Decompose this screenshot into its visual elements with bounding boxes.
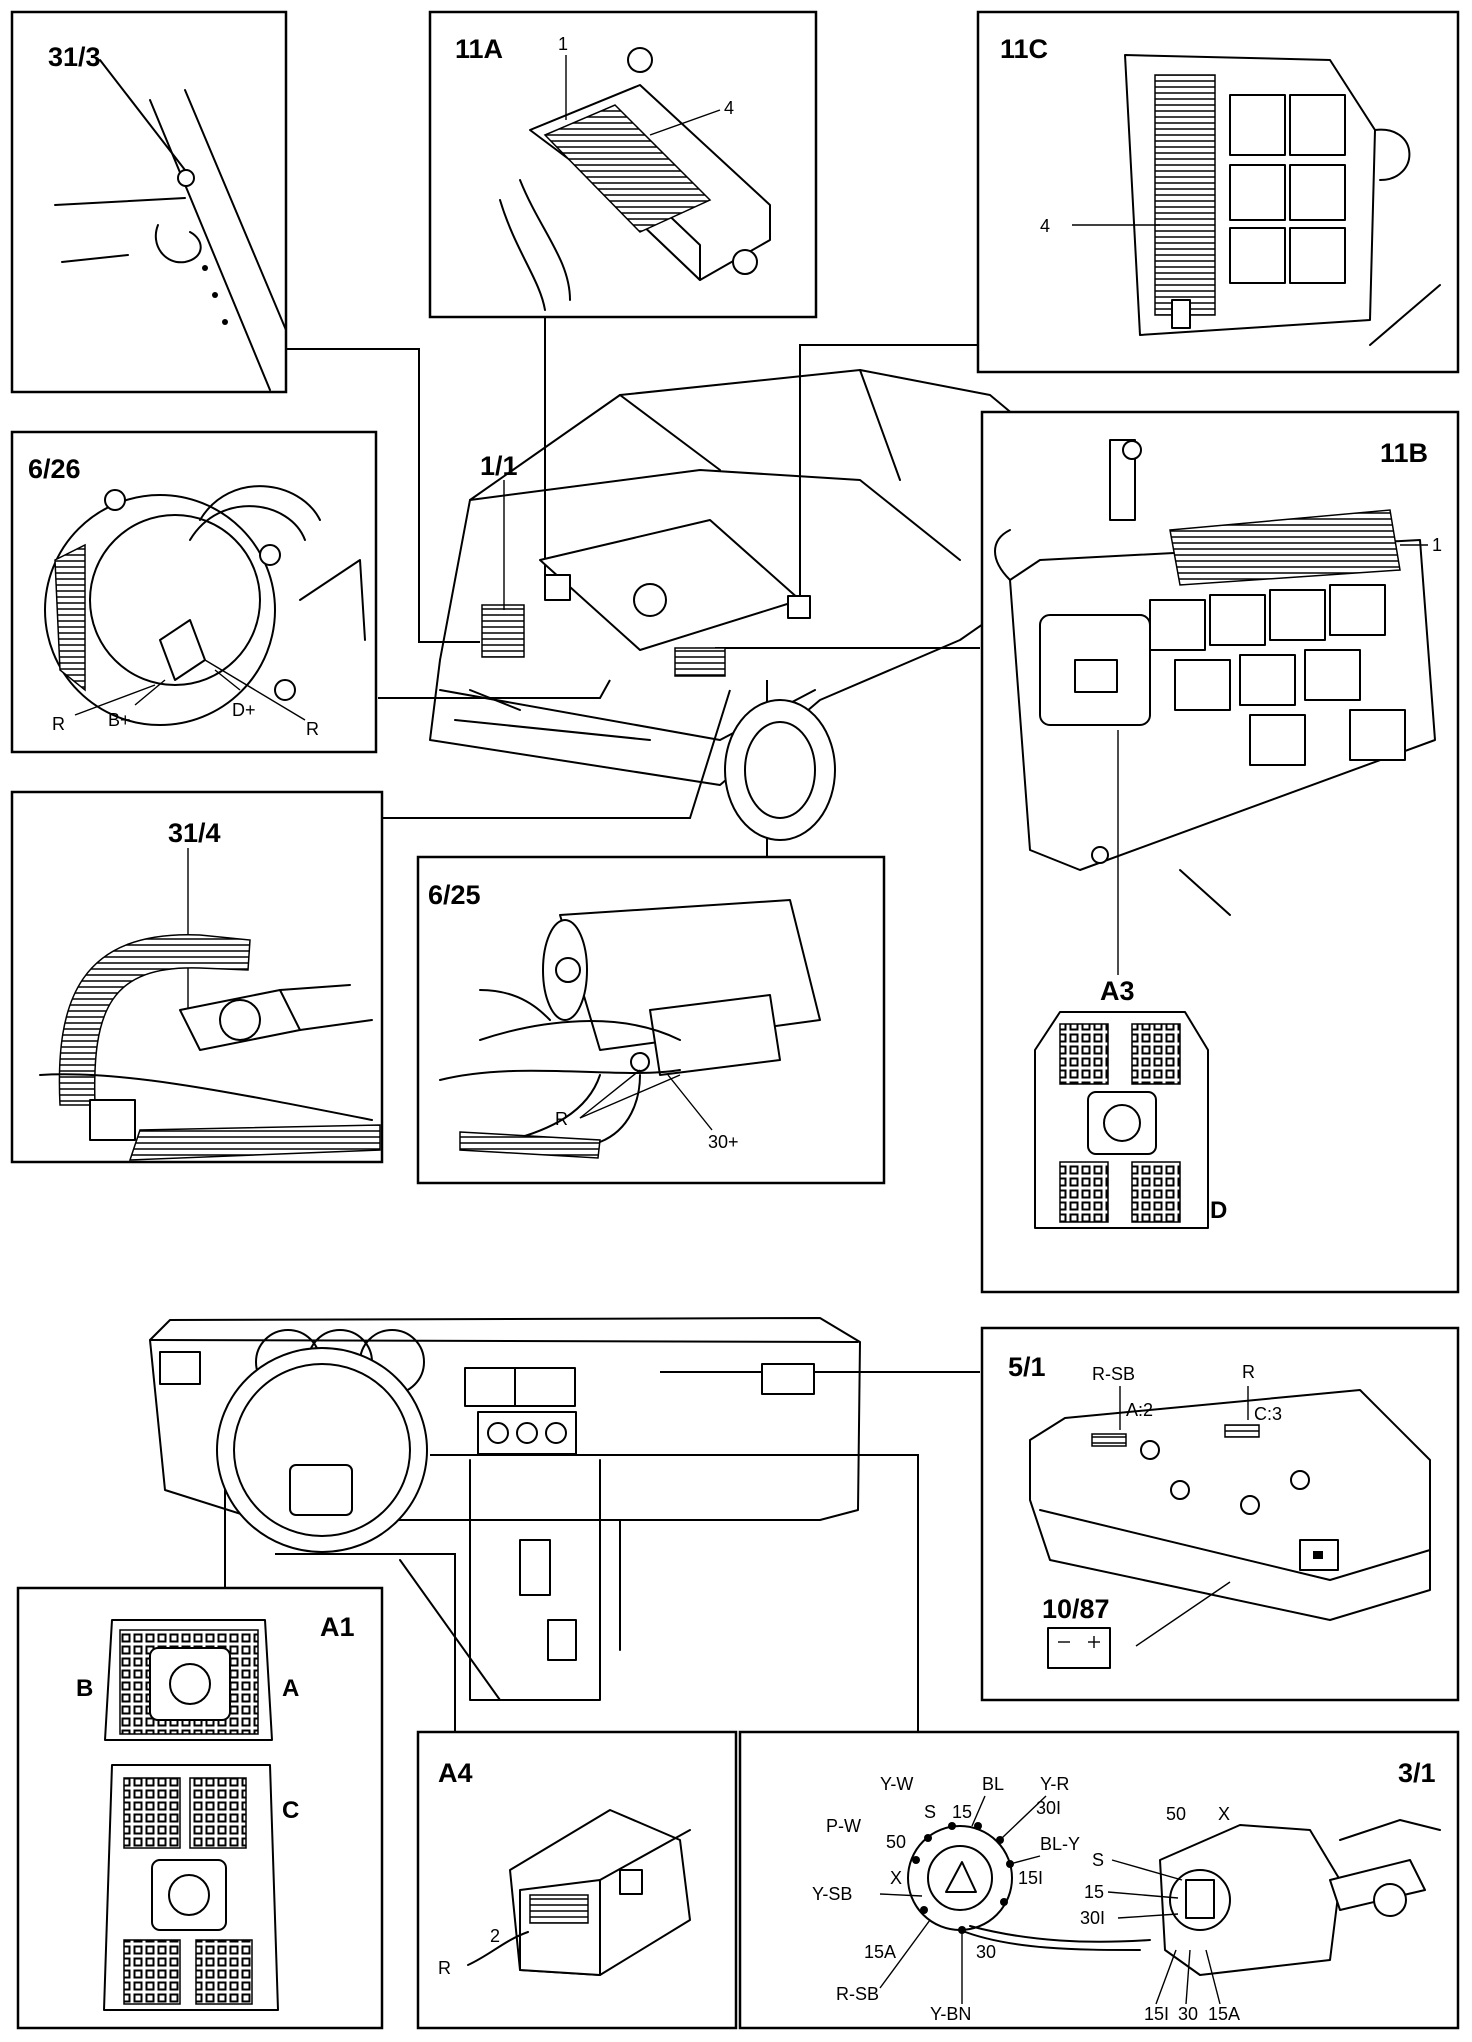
wire-y-bn: Y-BN: [930, 2004, 971, 2024]
panel-title: 6/26: [28, 454, 81, 484]
label-c3: C:3: [1254, 1404, 1282, 1424]
wire-r-sb: R-SB: [836, 1984, 879, 2004]
panel-title: 31/3: [48, 42, 101, 72]
letter-c: C: [282, 1797, 299, 1824]
sub-title-10-87: 10/87: [1042, 1594, 1110, 1624]
panel-title: A4: [438, 1758, 473, 1788]
callout-1: 1: [558, 34, 568, 54]
wire-p-w: P-W: [826, 1816, 861, 1836]
wire-y-sb: Y-SB: [812, 1884, 852, 1904]
panel-title: 11C: [1000, 34, 1048, 64]
label-2: 2: [490, 1926, 500, 1946]
panel-title: 11B: [1380, 438, 1428, 468]
panel-11b: 11B 1 A3: [980, 410, 1460, 1294]
terminal-15i: 15I: [1018, 1868, 1043, 1888]
callout-1: 1: [1432, 535, 1442, 555]
letter-a: A: [282, 1675, 299, 1702]
label-r: R: [1242, 1362, 1255, 1382]
starter-motor-sketch: [439, 899, 821, 1159]
central-electronic-module-sketch: [994, 439, 1436, 916]
panel-title-1-1: 1/1: [480, 451, 518, 481]
terminal-15a: 15A: [864, 1942, 896, 1962]
lock-terminal-15: 15: [1084, 1882, 1104, 1902]
panel-title: 31/4: [168, 818, 221, 848]
label-d-plus: D+: [232, 700, 256, 720]
ignition-lock-sketch: [1159, 1819, 1441, 1976]
dashboard-overview: [149, 1317, 861, 1701]
wire-bl-y: BL-Y: [1040, 1834, 1080, 1854]
label-r: R: [438, 1958, 451, 1978]
connector-a3: [1034, 1011, 1209, 1229]
wire-y-r: Y-R: [1040, 1774, 1069, 1794]
callout-4: 4: [724, 98, 734, 118]
panel-6-26: 6/26 R B+ D+ R: [10, 430, 378, 754]
letter-b: B: [76, 1675, 93, 1702]
fuse-box-sketch: [499, 47, 771, 311]
panel-6-25: 6/25 R 30+: [416, 855, 886, 1185]
label-b-plus: B+: [108, 710, 131, 730]
panel-title: A1: [320, 1612, 355, 1642]
lock-terminal-30i: 30I: [1080, 1908, 1105, 1928]
battery-icon: [1047, 1627, 1111, 1669]
panel-a4: A4 R 2: [416, 1730, 738, 2030]
terminal-30: 30: [976, 1942, 996, 1962]
panel-title: 5/1: [1008, 1352, 1046, 1382]
lock-terminal-x: X: [1218, 1804, 1230, 1824]
label-r-2: R: [306, 719, 319, 739]
panel-title: 3/1: [1398, 1758, 1436, 1788]
lock-terminal-30: 30: [1178, 2004, 1198, 2024]
label-a2: A:2: [1126, 1400, 1153, 1420]
relay-blocks: [1149, 584, 1406, 766]
panel-title: 11A: [455, 34, 503, 64]
lock-terminal-15i: 15I: [1144, 2004, 1169, 2024]
lock-terminal-15a: 15A: [1208, 2004, 1240, 2024]
body-pillar-sketch: [54, 59, 287, 391]
ignition-switch-connector: [907, 1822, 1151, 1951]
panel-11c: 11C 4: [976, 10, 1460, 374]
connector-a3-label: A3: [1100, 976, 1135, 1006]
terminal-15: 15: [952, 1802, 972, 1822]
wire-y-w: Y-W: [880, 1774, 913, 1794]
lock-terminal-s: S: [1092, 1850, 1104, 1870]
terminal-s: S: [924, 1802, 936, 1822]
relay-panel-sketch: [1124, 54, 1441, 346]
callout-4: 4: [1040, 216, 1050, 236]
connector-a4: [467, 1809, 691, 1976]
panel-11a: 11A 1 4: [428, 10, 818, 319]
panel-5-1: 5/1 R-SB R A:2 C:3 10/87: [980, 1326, 1460, 1702]
instrument-cluster-sketch: [1029, 1389, 1431, 1621]
terminal-50: 50: [886, 1832, 906, 1852]
connector-a1: [103, 1619, 279, 2011]
label-r: R: [555, 1109, 568, 1129]
lock-terminal-50: 50: [1166, 1804, 1186, 1824]
label-r-sb: R-SB: [1092, 1364, 1135, 1384]
panel-a1: A1 B A C: [16, 1586, 384, 2030]
panel-title: 6/25: [428, 880, 481, 910]
terminal-30i: 30I: [1036, 1798, 1061, 1818]
car-engine-bay-overview: 1/1: [429, 369, 1081, 841]
letter-d: D: [1210, 1197, 1227, 1224]
panel-31-3: 31/3: [10, 10, 288, 394]
label-30-plus: 30+: [708, 1132, 739, 1152]
terminal-x: X: [890, 1868, 902, 1888]
wire-bl: BL: [982, 1774, 1004, 1794]
ground-point-sketch: [39, 934, 381, 1161]
label-r: R: [52, 714, 65, 734]
panel-31-4: 31/4: [10, 790, 384, 1164]
panel-3-1: 3/1 Y-W BL Y-R P-W: [738, 1730, 1460, 2030]
